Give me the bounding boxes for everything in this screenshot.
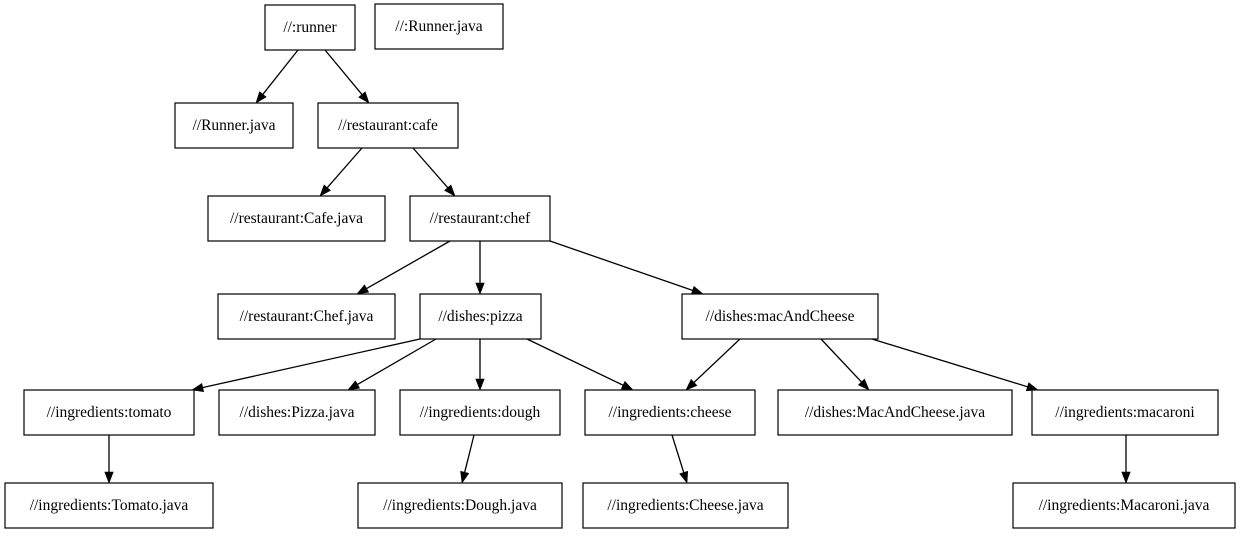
graph-node-label: //restaurant:chef (430, 210, 532, 227)
graph-node-label: //ingredients:dough (420, 404, 541, 421)
graph-node-dishes_macjava[interactable]: //dishes:MacAndCheese.java (777, 389, 1013, 436)
graph-node-label: //ingredients:tomato (47, 404, 172, 421)
graph-edge (356, 240, 451, 295)
graph-edge (255, 49, 299, 104)
graph-node-ing_dough[interactable]: //ingredients:dough (399, 389, 561, 436)
graph-node-runner_java_root[interactable]: //:Runner.java (374, 3, 504, 50)
graph-node-restaurant_chefjava[interactable]: //restaurant:Chef.java (217, 293, 396, 340)
nodes-layer: //:runner //:Runner.java //Runner.java //re… (4, 3, 1236, 529)
graph-edge (820, 338, 870, 391)
graph-node-ing_tomato[interactable]: //ingredients:tomato (23, 389, 195, 436)
graph-node-label: //ingredients:Tomato.java (30, 497, 189, 514)
graph-edge (475, 339, 485, 391)
graph-edge (412, 147, 456, 197)
graph-node-label: //dishes:MacAndCheese.java (805, 404, 985, 421)
graph-node-ing_macaroni[interactable]: //ingredients:macaroni (1031, 389, 1219, 436)
graph-node-ing_macaronijava[interactable]: //ingredients:Macaroni.java (1012, 482, 1236, 529)
graph-node-label: //dishes:Pizza.java (240, 404, 355, 421)
graph-node-runner[interactable]: //:runner (264, 4, 356, 51)
graph-node-label: //ingredients:Dough.java (383, 497, 537, 514)
graph-node-ing_cheesejava[interactable]: //ingredients:Cheese.java (582, 482, 789, 529)
graph-node-label: //dishes:macAndCheese (706, 308, 855, 325)
graph-edge (671, 434, 689, 484)
graph-edge (104, 435, 114, 484)
graph-node-restaurant_cafe[interactable]: //restaurant:cafe (317, 102, 459, 149)
graph-node-label: //restaurant:Chef.java (240, 308, 374, 325)
graph-node-label: //restaurant:cafe (338, 117, 438, 134)
graph-edge (324, 49, 370, 104)
graph-edge (319, 147, 363, 197)
graph-edge (191, 338, 421, 393)
edges-layer (104, 49, 1131, 484)
graph-node-label: //:runner (283, 19, 337, 36)
graph-node-label: //Runner.java (192, 117, 275, 134)
graph-edge (347, 338, 437, 391)
graph-edge (526, 338, 634, 391)
graph-node-label: //ingredients:cheese (608, 404, 731, 421)
graph-node-restaurant_cafejava[interactable]: //restaurant:Cafe.java (207, 195, 386, 242)
graph-node-ing_doughjava[interactable]: //ingredients:Dough.java (357, 482, 563, 529)
graph-node-label: //ingredients:macaroni (1055, 404, 1195, 421)
graph-edge (475, 241, 485, 295)
graph-edge (549, 240, 704, 295)
graph-node-dishes_pizza[interactable]: //dishes:pizza (419, 293, 542, 340)
graph-node-ing_tomatojava[interactable]: //ingredients:Tomato.java (4, 482, 214, 529)
graph-node-label: //ingredients:Cheese.java (607, 497, 763, 514)
graph-node-label: //restaurant:Cafe.java (230, 210, 363, 227)
graph-node-restaurant_chef[interactable]: //restaurant:chef (409, 195, 551, 242)
graph-node-dishes_macandcheese[interactable]: //dishes:macAndCheese (681, 293, 879, 340)
graph-node-label: //:Runner.java (395, 18, 483, 35)
graph-node-label: //ingredients:Macaroni.java (1039, 497, 1210, 514)
graph-node-label: //dishes:pizza (438, 308, 522, 325)
graph-edge (685, 338, 741, 391)
graph-edge (460, 434, 475, 484)
graph-node-ing_cheese[interactable]: //ingredients:cheese (584, 389, 756, 436)
graph-node-runner_java[interactable]: //Runner.java (174, 102, 294, 149)
graph-edge (1121, 435, 1131, 484)
graph-node-dishes_pizzajava[interactable]: //dishes:Pizza.java (218, 389, 376, 436)
graph-edge (871, 338, 1039, 392)
